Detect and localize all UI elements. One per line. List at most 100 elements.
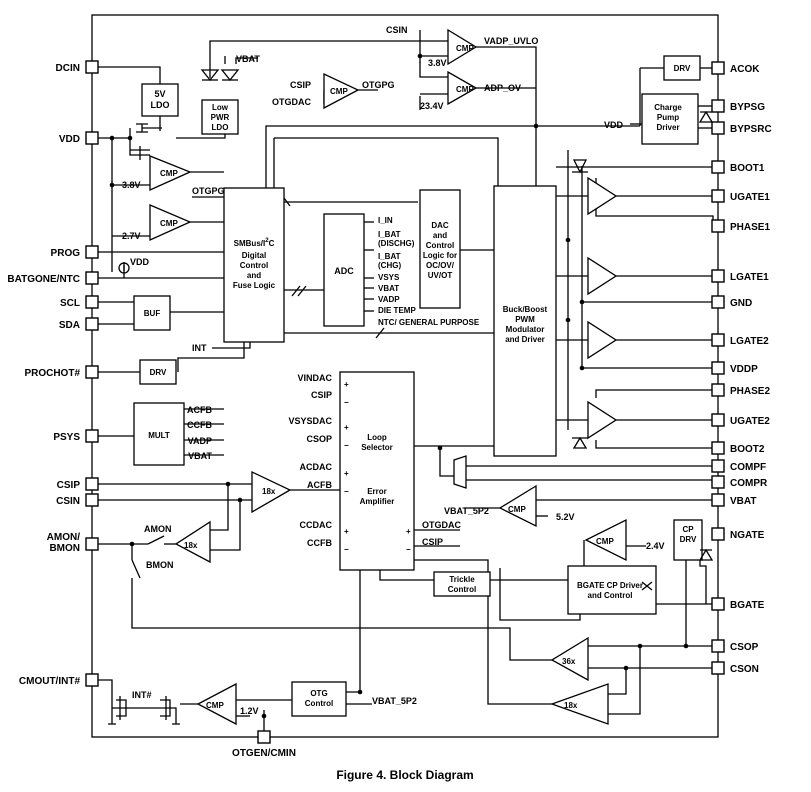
loop-in-otgdac: OTGDAC [422, 520, 461, 530]
pin-otgen-cmin[interactable] [257, 730, 271, 744]
junction-dots [109, 53, 689, 719]
gate-driver-ugate1 [587, 176, 618, 216]
adc-in-vsys: VSYS [378, 273, 400, 282]
current-source-icon [118, 262, 130, 274]
bypass-diode-icon [698, 110, 714, 123]
pin-lgate1[interactable] [711, 269, 725, 283]
pin-vdd[interactable] [85, 131, 99, 145]
pin-compr[interactable] [711, 475, 725, 489]
label-adp-ov: ADP_OV [484, 83, 521, 93]
pin-csip-label: CSIP [57, 480, 81, 491]
cmp-vbat-5v2 [498, 484, 537, 528]
right-pins: ACOK BYPSG BYPSRC BOOT1 UGATE1 PHASE1 LG… [711, 61, 772, 675]
figure-caption: Figure 4. Block Diagram [336, 768, 473, 782]
dac-line1: DAC [431, 221, 449, 230]
drv-prochot-block [139, 359, 177, 385]
pmos-ldo-icon [130, 146, 150, 160]
gate-driver-lgate1 [587, 256, 618, 296]
ldo-5v-line1: 5V [154, 89, 165, 99]
pin-csip[interactable] [85, 477, 99, 491]
pin-boot1-label: BOOT1 [730, 163, 765, 174]
pin-sda[interactable] [85, 317, 99, 331]
pin-ngate-label: NGATE [730, 530, 765, 541]
pin-compf[interactable] [711, 459, 725, 473]
adc-in-dischg: (DISCHG) [378, 239, 415, 248]
low-pwr-ldo-line1: Low [212, 103, 229, 112]
loop-in-csop: CSOP [306, 434, 332, 444]
pin-cmout-int[interactable] [85, 673, 99, 687]
label-int: INT [192, 343, 207, 353]
dac-line2: and [433, 231, 447, 240]
svg-text:−: − [344, 545, 349, 554]
pin-ugate1[interactable] [711, 189, 725, 203]
pin-bgate[interactable] [711, 597, 725, 611]
pin-lgate2[interactable] [711, 333, 725, 347]
label-vbat5p2-a: VBAT_5P2 [444, 506, 489, 516]
loop-selector-block [339, 371, 415, 571]
pin-csop-label: CSOP [730, 642, 759, 653]
pin-vbat[interactable] [711, 493, 725, 507]
diode-icon [200, 69, 220, 82]
pin-csop[interactable] [711, 639, 725, 653]
svg-text:+: + [406, 527, 411, 536]
smbus-control-block [223, 187, 285, 343]
otg-line2: Control [305, 699, 333, 708]
pin-cson[interactable] [711, 661, 725, 675]
pin-bgate-label: BGATE [730, 600, 765, 611]
mult-block [133, 402, 185, 466]
pin-scl[interactable] [85, 295, 99, 309]
pin-bmon-label: BMON [49, 543, 80, 554]
otg-control-block [291, 681, 347, 717]
pin-prog[interactable] [85, 245, 99, 259]
pin-acok[interactable] [711, 61, 725, 75]
pin-prochot-label: PROCHOT# [24, 368, 80, 379]
pin-gnd[interactable] [711, 295, 725, 309]
pin-compr-label: COMPR [730, 478, 768, 489]
pin-phase1[interactable] [711, 219, 725, 233]
loop-in-ccdac: CCDAC [300, 520, 333, 530]
cmp-otgpg [323, 72, 360, 110]
label-vbat5p2-b: VBAT_5P2 [372, 696, 417, 706]
pin-vddp[interactable] [711, 361, 725, 375]
amp-18x-csip-label: 18x [262, 487, 276, 496]
mult-label: MULT [148, 431, 170, 440]
cmp-1v2 [196, 682, 237, 726]
svg-text:−: − [406, 545, 411, 554]
pin-csin[interactable] [85, 493, 99, 507]
pin-boot2[interactable] [711, 441, 725, 455]
pin-acok-label: ACOK [730, 64, 760, 75]
cmp-adp-ov-label: CMP [456, 85, 474, 94]
pin-bypsrc-label: BYPSRC [730, 124, 772, 135]
pin-ngate[interactable] [711, 527, 725, 541]
pin-amon-bmon[interactable] [85, 537, 99, 551]
buck-boost-block [493, 185, 557, 457]
trickle-line1: Trickle [449, 575, 475, 584]
signal-labels: CSIN VBAT VADP_UVLO ADP_OV 3.8V 23.4V CS… [122, 25, 665, 716]
pin-cson-label: CSON [730, 664, 759, 675]
bus-slash-icon [283, 197, 385, 339]
cpdrv-line1: CP [682, 525, 694, 534]
gate-driver-ugate2 [587, 400, 618, 440]
label-otgpg-mid: OTGPG [192, 186, 225, 196]
pin-prog-label: PROG [51, 248, 81, 259]
buck-line3: Modulator [506, 325, 545, 334]
buf-block [133, 295, 171, 331]
pin-prochot[interactable] [85, 365, 99, 379]
pin-batgone-ntc[interactable] [85, 271, 99, 285]
pin-psys-label: PSYS [53, 432, 80, 443]
drv-acok-label: DRV [674, 64, 691, 73]
smbus-line3: Control [240, 261, 268, 270]
pin-dcin[interactable] [85, 60, 99, 74]
label-vadp-uvlo: VADP_UVLO [484, 36, 538, 46]
functional-blocks: 5V LDO Low PWR LDO SMBus/I2C Digital Con… [133, 55, 703, 717]
pin-bypsrc[interactable] [711, 121, 725, 135]
pin-ugate2[interactable] [711, 413, 725, 427]
pin-boot1[interactable] [711, 160, 725, 174]
pin-bypsg[interactable] [711, 99, 725, 113]
pin-psys[interactable] [85, 429, 99, 443]
err-line2: Amplifier [360, 497, 395, 506]
adc-label: ADC [334, 266, 354, 276]
pin-phase2[interactable] [711, 383, 725, 397]
comp-mux [453, 455, 467, 489]
